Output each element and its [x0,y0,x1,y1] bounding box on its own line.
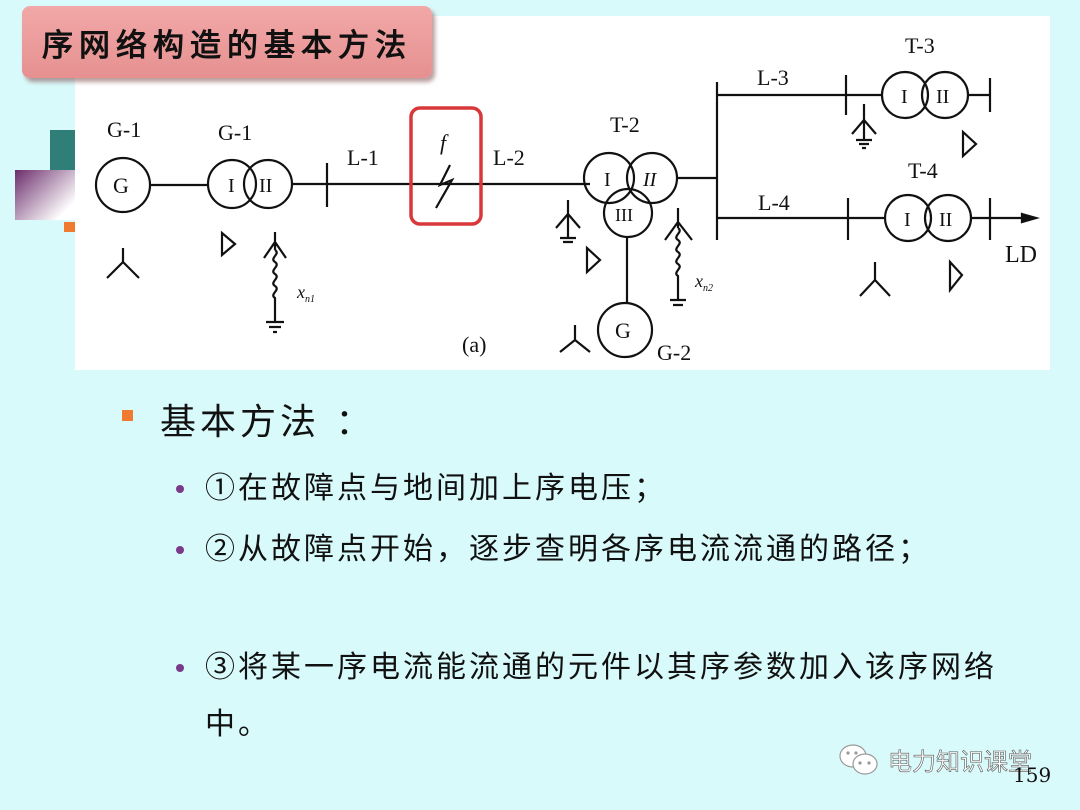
t3-winding-2-label: II [936,86,949,108]
slide-title: 序网络构造的基本方法 [42,27,412,64]
method-step-2: ②从故障点开始，逐步查明各序电流流通的路径； [205,532,931,567]
label-l3: L-3 [757,65,789,90]
t4-winding-2-label: II [939,209,952,231]
t1-winding-1-label: I [228,175,235,197]
wye-icon [106,248,140,279]
fault-bolt-icon [435,164,455,209]
method-step-3: ③将某一序电流能流通的元件以其序参数加入该序网络中。 [205,650,997,742]
transformer-t2-winding-1 [582,151,636,205]
wye-icon [559,325,591,353]
diagram-caption: (a) [462,332,486,357]
grounded-wye-icon [851,104,877,150]
bullet-dot [176,546,184,554]
transformer-t1-winding-1 [206,158,258,210]
fault-label: f [440,130,449,155]
wye-icon [859,262,891,297]
grounded-wye-reactor-icon [664,208,693,307]
grounded-wye-icon [555,200,581,244]
delta-icon [948,259,964,294]
xn1-label: xn1 [296,282,315,305]
watermark: 电力知识课堂 [838,742,1032,777]
method-heading: 基本方法 ： [160,402,376,443]
decorative-square [64,222,75,232]
method-step-1: ①在故障点与地间加上序电压； [205,471,667,506]
generator-g2 [596,301,654,359]
load-label: LD [1005,242,1037,268]
fault-highlight-box [409,106,483,226]
label-g1: G-1 [107,117,141,142]
decorative-gradient [15,170,80,220]
delta-icon [961,129,978,159]
t1-winding-2-label: II [259,175,272,197]
page-number: 159 [1013,763,1052,787]
label-t4: T-4 [908,158,938,183]
label-l2: L-2 [493,145,525,170]
wechat-icon [839,743,878,775]
xn2-label: xn2 [694,271,713,294]
t2-winding-3-label: III [615,205,633,225]
load-arrow-icon [1020,212,1041,224]
t2-winding-1-label: I [604,169,611,191]
t2-winding-2-label: II [642,169,658,191]
grounded-wye-reactor-icon [263,232,287,334]
label-t1: G-1 [218,120,252,145]
g1-symbol: G [113,173,129,198]
bullet-square [122,410,133,421]
watermark-text: 电力知识课堂 [888,748,1033,777]
slide-title-box: 序网络构造的基本方法 [22,6,432,78]
label-t2: T-2 [610,112,640,137]
g2-symbol: G [615,318,631,343]
label-l4: L-4 [758,190,790,215]
transformer-t3-winding-1 [880,70,930,120]
t3-winding-1-label: I [901,86,908,108]
label-g2: G-2 [657,340,691,365]
bullet-dot [176,664,184,672]
label-l1: L-1 [347,145,379,170]
label-t3: T-3 [905,33,935,58]
transformer-t4-winding-1 [883,193,933,243]
bullet-dot [176,485,184,493]
delta-icon [585,245,602,275]
delta-icon [220,230,237,258]
t4-winding-1-label: I [904,209,911,231]
